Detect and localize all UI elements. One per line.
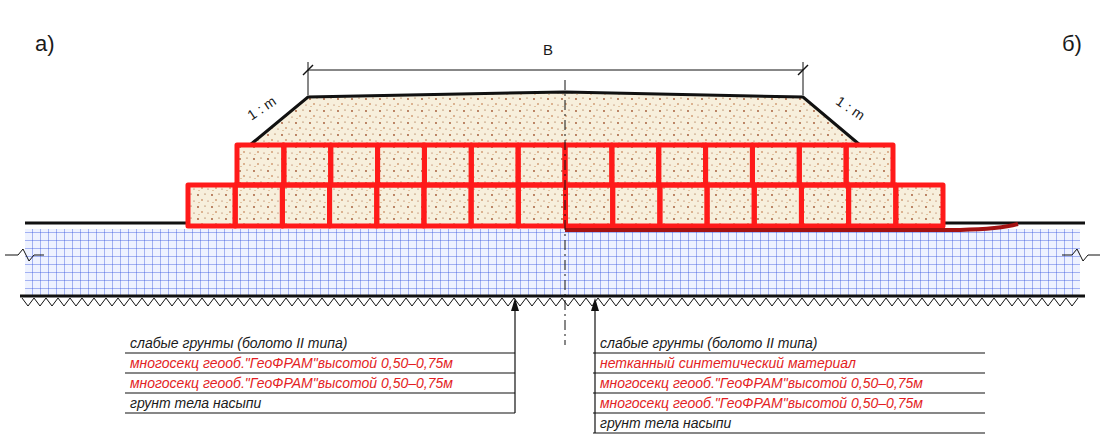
embankment-outline (250, 92, 860, 145)
geocell-section (565, 145, 612, 185)
callout-text: многосекц геооб."ГеоФРАМ"высотой 0,50–0,… (130, 375, 453, 391)
callout-text: многосекц геооб."ГеоФРАМ"высотой 0,50–0,… (600, 375, 923, 391)
geocell-section (282, 185, 329, 226)
geocell-section (754, 185, 801, 226)
dimension-line (308, 70, 803, 71)
callout-leader (125, 298, 519, 413)
geocell-section (424, 185, 471, 226)
callout-text: слабые грунты (болото II типа) (600, 335, 817, 351)
panel-letter: б) (1062, 36, 1082, 52)
callout-text: нетканный синтетический материал (600, 355, 856, 371)
geocell-section (660, 185, 707, 226)
panel-letter: а) (35, 36, 55, 52)
geocell-section (518, 185, 565, 226)
soft-soil-band (25, 229, 1080, 296)
callout-text: грунт тела насыпи (600, 415, 731, 431)
slope-label: 1 : m (834, 93, 869, 124)
geocell-section (566, 185, 613, 226)
geocell-section (846, 145, 893, 185)
geocell-section (471, 185, 518, 226)
dimension-tick (303, 65, 313, 75)
callout-text: слабые грунты (болото II типа) (130, 335, 347, 351)
base-hatching-stroke (22, 298, 1078, 306)
geocell-section (752, 145, 799, 185)
geocell-section (659, 145, 706, 185)
geocell-section (330, 185, 377, 226)
geotextile-line (565, 224, 1018, 230)
break-symbol (5, 249, 44, 261)
geocell-section (706, 145, 753, 185)
slope-label: 1 : m (245, 93, 280, 124)
callout-text: многосекц геооб."ГеоФРАМ"высотой 0,50–0,… (130, 355, 453, 371)
geocell-section (613, 185, 660, 226)
base-hatching (22, 298, 1078, 306)
geocell-section (799, 145, 846, 185)
geocell-section (849, 185, 896, 226)
geocell-section (518, 145, 565, 185)
geocell-section (377, 185, 424, 226)
extension-line (803, 62, 804, 95)
geocell-section (896, 185, 943, 226)
geocell-section (707, 185, 754, 226)
geocell-section (235, 185, 282, 226)
callout-text: грунт тела насыпи (130, 395, 261, 411)
geocell-section (612, 145, 659, 185)
geocell-section (284, 145, 331, 185)
dimension-label: В (543, 42, 553, 58)
dimension-tick (798, 65, 808, 75)
break-symbol (1062, 249, 1100, 261)
callout-text: многосекц геооб."ГеоФРАМ"высотой 0,50–0,… (600, 395, 923, 411)
extension-line (308, 62, 309, 95)
geocell-section (378, 145, 425, 185)
geocell-section (331, 145, 378, 185)
geocell-section (471, 145, 518, 185)
geocell-section (237, 145, 284, 185)
center-line (565, 80, 566, 345)
geocell-section (424, 145, 471, 185)
base-line (20, 295, 1085, 298)
geocell-section (801, 185, 848, 226)
callout-leader (591, 298, 985, 433)
geocell-section (188, 185, 235, 226)
